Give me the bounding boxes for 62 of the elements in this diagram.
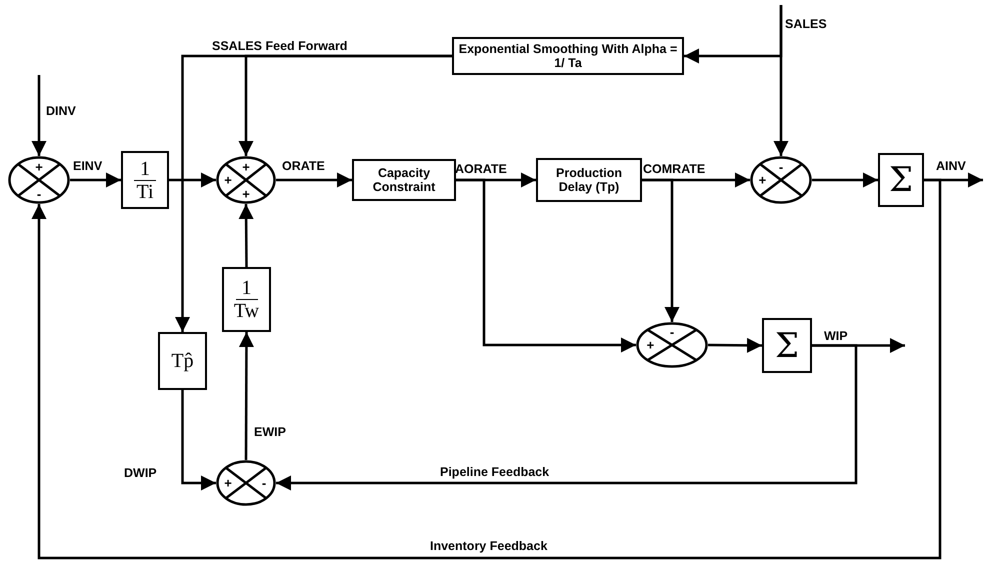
arrow — [32, 75, 46, 156]
sign-symbol: - — [778, 160, 784, 174]
arrow — [276, 344, 858, 490]
arrow — [175, 54, 452, 332]
arrow — [812, 172, 878, 188]
arrow — [456, 178, 636, 352]
arrow — [70, 172, 121, 188]
signal-label: Pipeline Feedback — [440, 466, 550, 478]
arrow — [708, 338, 762, 353]
fraction-denominator: Tw — [234, 300, 260, 322]
summing-junction — [750, 156, 812, 204]
signal-label: DWIP — [124, 467, 157, 480]
block-label: Capacity Constraint — [372, 166, 436, 194]
summation-symbol: Σ — [888, 163, 914, 197]
sign-symbol: + — [224, 476, 232, 490]
block-label: Production Delay (Tp) — [555, 166, 623, 194]
sign-symbol: + — [758, 174, 766, 186]
signal-label: EWIP — [254, 426, 286, 438]
summation-symbol: Σ — [774, 328, 800, 362]
summing-junction — [216, 156, 276, 204]
transfer-function-box — [158, 332, 207, 390]
process-box — [352, 159, 456, 201]
signal-label: AORATE — [455, 163, 507, 176]
signal-label: Inventory Feedback — [430, 540, 548, 552]
signal-label: EINV — [73, 160, 102, 172]
arrow — [684, 5, 782, 64]
arrow — [238, 204, 254, 267]
block-label: Tp̂ — [171, 350, 194, 372]
arrow — [169, 172, 216, 188]
signal-label: WIP — [824, 330, 848, 342]
sign-symbol: - — [36, 188, 42, 201]
summing-junction — [216, 460, 276, 506]
summing-junction — [8, 156, 70, 204]
arrow — [642, 178, 680, 322]
signal-label: ORATE — [282, 160, 325, 172]
transfer-function-box — [222, 267, 271, 332]
sign-symbol: - — [262, 476, 266, 490]
arrow — [181, 390, 216, 490]
signal-label: DINV — [46, 105, 76, 118]
signal-label: SSALES Feed Forward — [212, 40, 348, 52]
arrow — [276, 172, 352, 188]
signal-label: COMRATE — [643, 163, 706, 176]
sign-symbol: + — [242, 160, 250, 174]
fraction-denominator: Ti — [136, 180, 154, 202]
fraction-numerator: 1 — [134, 158, 156, 180]
process-box — [452, 37, 684, 75]
signal-label: SALES — [785, 18, 827, 30]
transfer-function-box — [121, 151, 169, 209]
block-label: Exponential Smoothing With Alpha = 1/ Ta — [458, 42, 678, 70]
sign-symbol: + — [646, 338, 654, 352]
fraction-numerator: 1 — [236, 277, 258, 300]
integrator-box — [762, 318, 812, 373]
summing-junction — [636, 322, 708, 368]
process-box — [536, 158, 642, 202]
signal-label: AINV — [936, 160, 966, 172]
arrow — [32, 178, 942, 560]
sign-symbol: + — [35, 160, 43, 174]
arrow — [238, 332, 254, 460]
sign-symbol: + — [242, 188, 250, 201]
sign-symbol: + — [224, 174, 232, 186]
integrator-box — [878, 153, 924, 207]
sign-symbol: - — [670, 326, 674, 339]
